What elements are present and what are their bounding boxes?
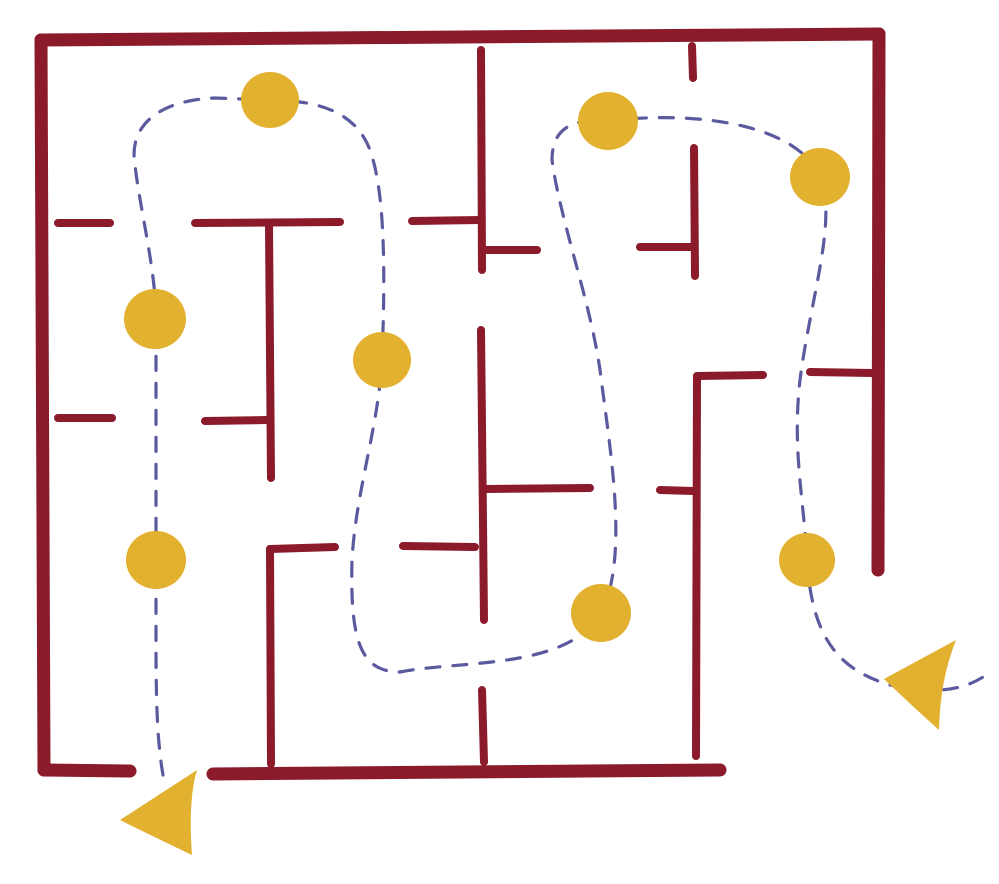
- finish-arrow-icon: [884, 640, 956, 730]
- outer-wall-top: [34, 27, 886, 47]
- waypoint-dot-icon: [353, 332, 411, 388]
- waypoint-dot-icon: [241, 72, 299, 128]
- waypoint-dot-icon: [126, 531, 186, 589]
- outer-wall-bottom-left: [37, 763, 137, 778]
- inner-wall-v-bottom-left: [266, 545, 275, 768]
- inner-wall-h-bottom-center: [399, 542, 479, 551]
- maze-inner-walls: [54, 42, 876, 768]
- inner-wall-h-top-mid: [408, 216, 484, 225]
- outer-wall-bottom-right: [206, 763, 727, 781]
- inner-wall-h-left-center: [201, 416, 272, 425]
- inner-wall-h-center-right: [656, 486, 697, 495]
- inner-wall-h-bottom-left: [266, 543, 339, 553]
- waypoint-dot-icon: [571, 584, 631, 642]
- waypoint-dot-icon: [578, 92, 638, 150]
- outer-wall-right: [871, 27, 886, 577]
- inner-wall-v-top-right: [688, 42, 697, 82]
- inner-wall-v-top-middle: [477, 46, 486, 274]
- waypoint-dot-icon: [779, 533, 835, 587]
- waypoint-dot-icon: [790, 148, 850, 206]
- inner-wall-h-center: [482, 484, 594, 493]
- waypoint-dot-icon: [124, 289, 186, 349]
- outer-wall-left: [34, 33, 51, 777]
- start-arrow-icon: [120, 770, 197, 855]
- inner-wall-v-bottom-center: [478, 686, 488, 766]
- inner-wall-h-right-upper: [693, 371, 767, 380]
- inner-wall-v-right-lower: [692, 372, 701, 760]
- arrows: [120, 640, 956, 855]
- inner-wall-v-center: [477, 326, 488, 624]
- dashed-route-path: [132, 96, 988, 777]
- inner-wall-v-right-middle: [690, 144, 699, 280]
- inner-wall-h-right-edge: [806, 368, 876, 377]
- waypoints: [124, 72, 850, 642]
- inner-wall-v-center-left: [265, 222, 275, 482]
- maze-outer-walls: [34, 27, 886, 781]
- maze-route: [132, 96, 988, 777]
